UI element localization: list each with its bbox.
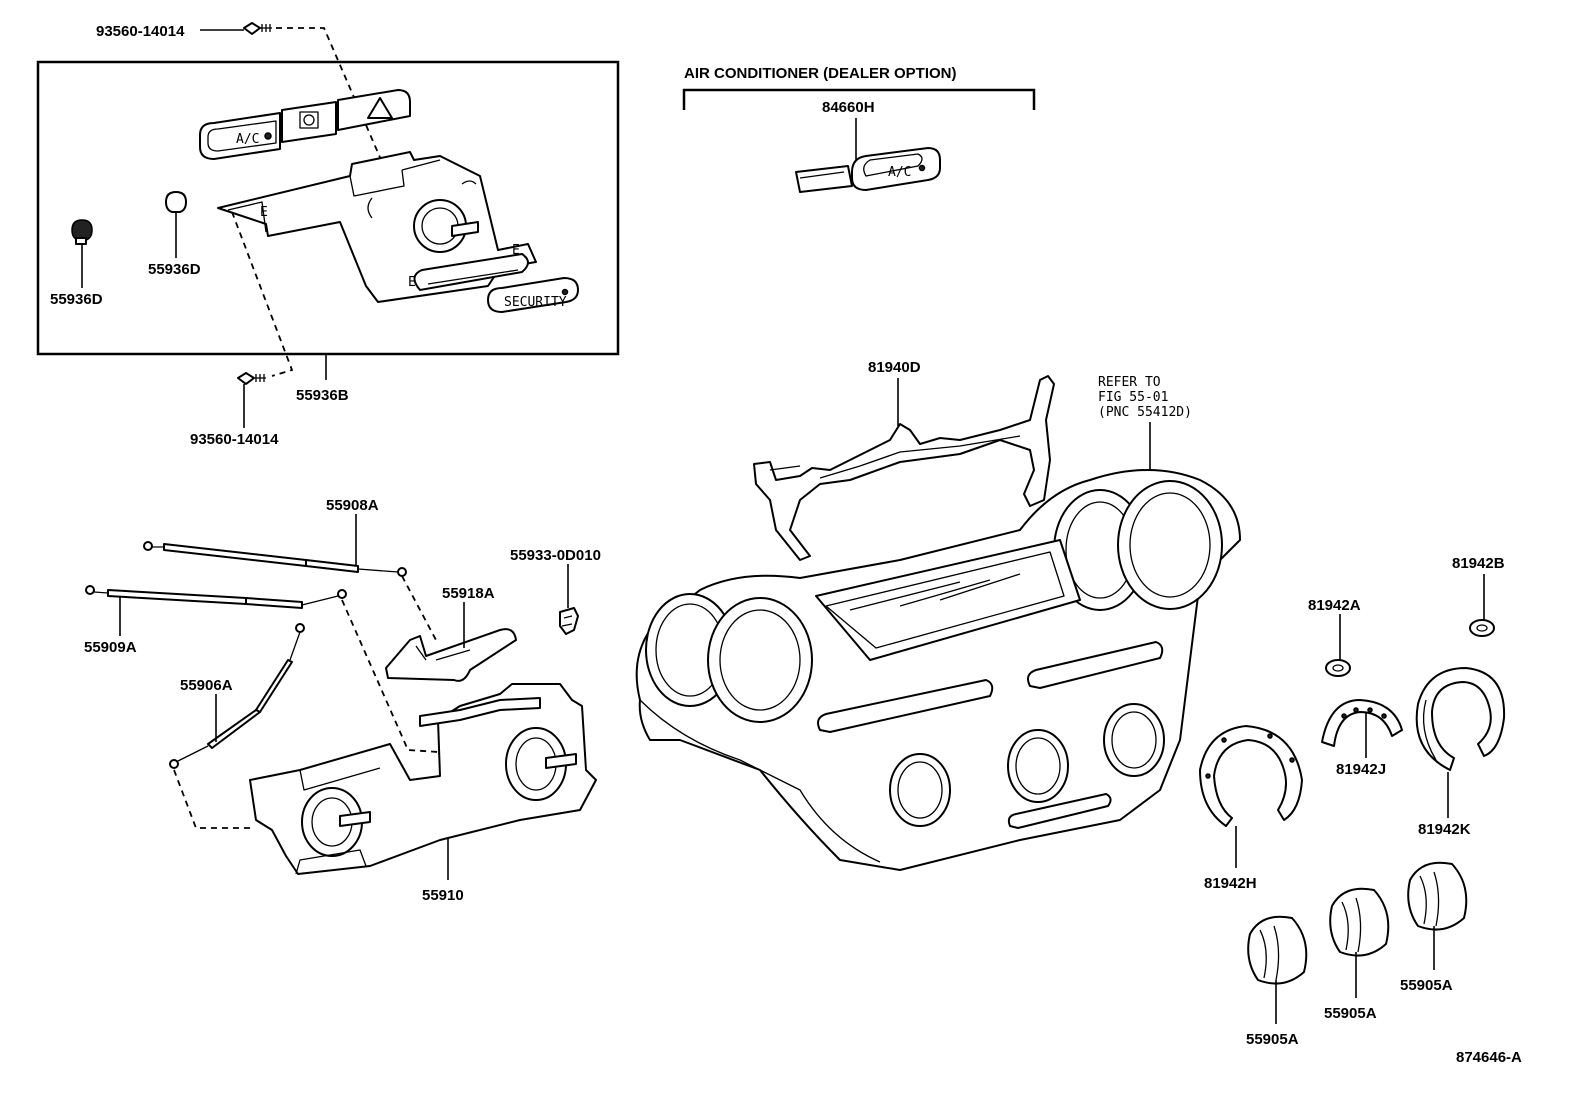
- svg-text:A/C: A/C: [888, 165, 911, 180]
- switch-assembly-group: 93560-14014 A/C E: [36, 22, 620, 377]
- label-81942K: 81942K: [1418, 821, 1471, 838]
- label-93560-top: 93560-14014: [96, 23, 185, 40]
- cable-55906A: [169, 623, 305, 769]
- ac-dealer-option-group: AIR CONDITIONER (DEALER OPTION) 84660H A…: [682, 65, 1036, 193]
- label-55933: 55933-0D010: [510, 547, 601, 564]
- label-55905A-left: 55905A: [1246, 1031, 1299, 1048]
- dash-55906A: [173, 769, 250, 829]
- ac-header-bracket: [682, 88, 1036, 110]
- label-81942B: 81942B: [1452, 555, 1505, 572]
- knob-55905A-left: [1247, 915, 1308, 985]
- clip-55933: [559, 607, 579, 635]
- refer-note-line1: REFER TO: [1098, 375, 1161, 390]
- label-55936B: 55936B: [296, 387, 349, 404]
- label-93560-bottom: 93560-14014: [190, 431, 279, 448]
- dash-screw-bottom: [231, 211, 294, 377]
- label-55936D-left: 55936D: [50, 291, 103, 308]
- ring-81942K: [1415, 667, 1506, 771]
- hazard-button-part: [337, 89, 411, 131]
- cable-55908A: [143, 541, 407, 577]
- figure-id: 874646-A: [1456, 1049, 1522, 1066]
- washer-81942B: [1469, 619, 1495, 637]
- ac-button-part: A/C: [199, 112, 281, 160]
- cable-55909A: [85, 585, 347, 609]
- label-55910: 55910: [422, 887, 464, 904]
- ac-switch-84660H: A/C: [795, 147, 941, 193]
- label-55906A: 55906A: [180, 677, 233, 694]
- svg-text:E: E: [512, 243, 520, 258]
- label-55909A: 55909A: [84, 639, 137, 656]
- screw-93560-bottom: [237, 372, 266, 385]
- security-button-part: SECURITY: [487, 277, 579, 313]
- bracket-81940D: [753, 375, 1055, 561]
- bracket-55936B: E E E: [217, 151, 537, 303]
- washer-81942A: [1325, 659, 1351, 677]
- switch-assembly-frame: [36, 60, 620, 356]
- refer-note-line2: FIG 55-01: [1098, 390, 1168, 405]
- knob-55905A-right: [1407, 861, 1468, 931]
- label-84660H: 84660H: [822, 99, 875, 116]
- svg-text:E: E: [260, 205, 268, 220]
- label-81942A: 81942A: [1308, 597, 1361, 614]
- svg-text:E: E: [408, 275, 416, 290]
- svg-text:SECURITY: SECURITY: [504, 295, 567, 310]
- scale-plate-81942J: [1321, 699, 1403, 747]
- knob-55905A-middle: [1329, 887, 1390, 957]
- scale-plate-81942H: [1199, 725, 1303, 827]
- label-55908A: 55908A: [326, 497, 379, 514]
- label-ac-header: AIR CONDITIONER (DEALER OPTION): [684, 65, 957, 82]
- dash-55908A: [401, 575, 437, 641]
- label-81940D: 81940D: [868, 359, 921, 376]
- screw-93560-top: [243, 22, 272, 35]
- center-cluster-panel: [635, 469, 1241, 871]
- label-55936D-right: 55936D: [148, 261, 201, 278]
- fan-button-part: [281, 101, 337, 143]
- label-81942J: 81942J: [1336, 761, 1386, 778]
- svg-text:A/C: A/C: [236, 132, 259, 147]
- heater-control-55910: [249, 683, 597, 875]
- label-55918A: 55918A: [442, 585, 495, 602]
- bulb-55936D-left: [71, 219, 93, 245]
- lever-55918A: [385, 628, 517, 682]
- label-81942H: 81942H: [1204, 875, 1257, 892]
- refer-note-line3: (PNC 55412D): [1098, 405, 1192, 420]
- label-55905A-middle: 55905A: [1324, 1005, 1377, 1022]
- label-55905A-right: 55905A: [1400, 977, 1453, 994]
- bulb-55936D-right: [165, 191, 187, 213]
